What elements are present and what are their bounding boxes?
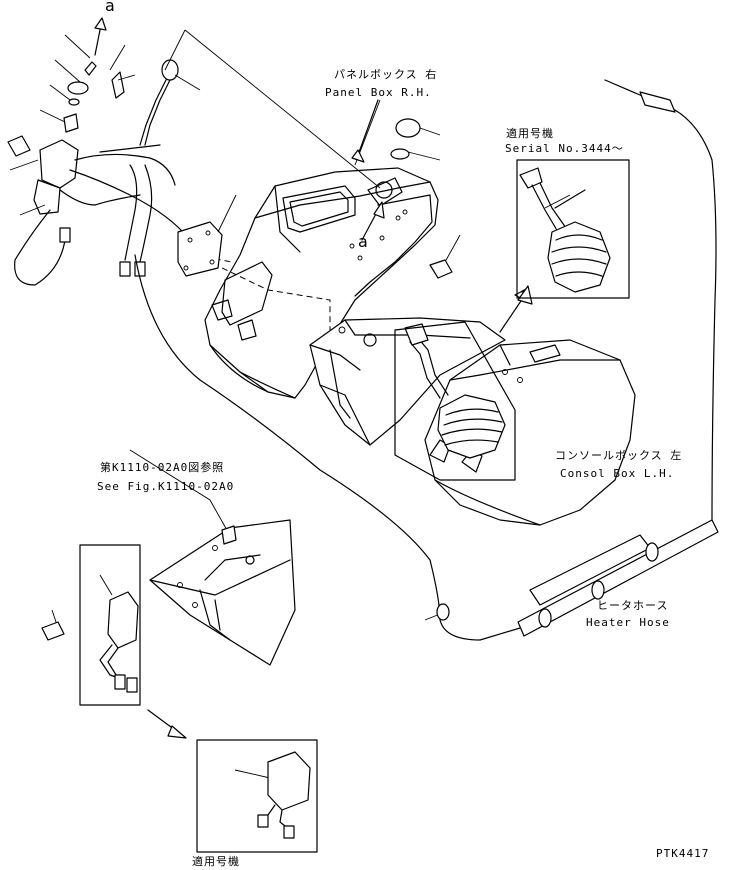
- lower-bracket: [149, 519, 296, 666]
- heater-hose-jp-label: ヒータホース: [597, 599, 669, 612]
- serial-en-label: Serial No.3444～: [505, 142, 624, 155]
- ref-a-top-label: a: [105, 0, 115, 15]
- console-box-jp-label: コンソールボックス 左: [555, 449, 683, 462]
- ref-a-mid-label: a: [358, 232, 368, 251]
- control-cable: [134, 79, 717, 641]
- serial-bottom-jp-label: 適用号機: [192, 855, 240, 868]
- lower-detail-box: [196, 739, 318, 853]
- panel-box-en-label: Panel Box R.H.: [325, 86, 432, 99]
- panel-box-rh: [204, 167, 439, 399]
- leader-lines: [9, 29, 571, 779]
- console-box-lh: [309, 317, 636, 526]
- serial-jp-label: 適用号機: [506, 127, 554, 140]
- heater-hose: [517, 519, 719, 637]
- see-fig-jp-label: 第K1110-02A0図参照: [100, 461, 225, 474]
- drawing-code-label: PTK4417: [656, 847, 710, 860]
- console-box-en-label: Consol Box L.H.: [560, 467, 675, 480]
- switch-assembly: [7, 17, 223, 286]
- see-fig-en-label: See Fig.K1110-02A0: [97, 480, 235, 493]
- panel-box-jp-label: パネルボックス 右: [334, 68, 438, 81]
- relay-left: [41, 544, 141, 706]
- heater-hose-en-label: Heater Hose: [586, 616, 670, 629]
- serial-detail-box: [516, 159, 630, 299]
